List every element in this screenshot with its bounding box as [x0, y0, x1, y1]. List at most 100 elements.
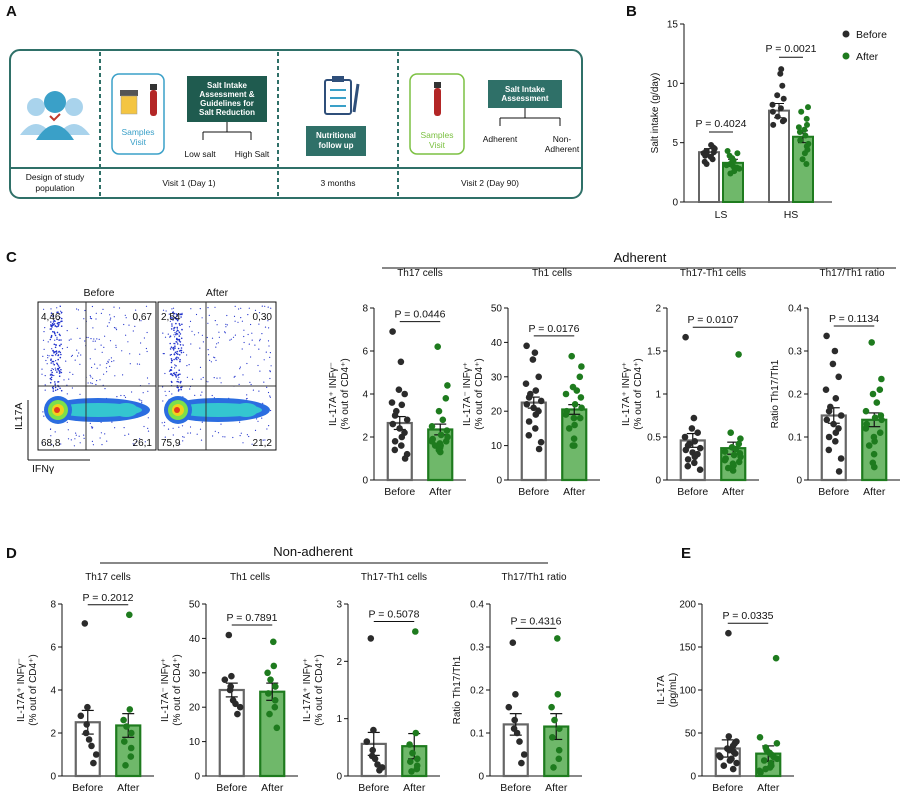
flow-dot — [57, 325, 59, 327]
flow-dot — [174, 367, 176, 369]
data-point — [727, 170, 734, 177]
flow-dot — [147, 427, 149, 429]
data-point — [730, 157, 737, 164]
flow-dot — [172, 374, 174, 377]
flow-dot — [248, 343, 250, 345]
flow-dot — [50, 359, 52, 362]
data-point — [729, 765, 737, 773]
flow-dot — [109, 365, 111, 367]
flow-dot — [261, 305, 263, 307]
flow-dot — [70, 338, 72, 340]
y-tick-label: 2 — [362, 433, 368, 444]
flow-dot — [234, 320, 236, 322]
flow-dot — [258, 312, 261, 314]
flow-dot — [176, 318, 178, 321]
flow-dot — [189, 426, 192, 428]
flow-dot — [71, 387, 73, 389]
data-point — [535, 373, 542, 381]
flow-dot — [74, 359, 76, 361]
data-point — [532, 387, 540, 394]
flow-dot — [256, 418, 258, 420]
flow-dot — [246, 362, 248, 365]
y-tick-label: 0 — [496, 476, 502, 487]
flow-dot — [75, 432, 77, 434]
flow-dot — [176, 326, 178, 329]
flow-dot — [129, 363, 131, 365]
flow-dot — [200, 378, 202, 380]
flow-dot — [261, 333, 263, 335]
flow-dot — [175, 338, 178, 341]
flow-dot — [162, 400, 164, 402]
data-point — [264, 669, 271, 677]
flow-q-ur: 0,30 — [253, 312, 273, 323]
flow-dot — [178, 376, 180, 378]
flow-dot — [54, 369, 57, 371]
flow-dot — [248, 435, 250, 438]
flow-dot — [170, 380, 173, 383]
flow-dot — [59, 345, 61, 347]
x-tick-label: Before — [518, 486, 549, 498]
flow-dot — [176, 333, 179, 335]
flow-dot — [132, 443, 134, 445]
p-value-label: P = 0.7891 — [227, 612, 278, 624]
flow-dot — [175, 341, 177, 343]
data-point — [273, 724, 281, 732]
y-axis-label: IL-17A⁺ INFγ⁺ — [302, 658, 313, 722]
data-point — [128, 729, 135, 737]
flow-dot — [172, 346, 175, 349]
flow-dot — [50, 369, 52, 372]
flow-dot — [214, 430, 216, 432]
data-point — [369, 746, 377, 754]
data-point — [525, 394, 533, 401]
flow-before-title: Before — [84, 287, 115, 299]
flow-dot — [42, 355, 44, 357]
flow-dot — [100, 312, 102, 314]
flow-dot — [164, 436, 166, 438]
flow-dot — [199, 428, 202, 430]
flow-dot — [172, 372, 175, 375]
data-point — [835, 468, 843, 475]
data-point — [865, 442, 873, 449]
flow-dot — [216, 324, 218, 326]
flow-dot — [165, 394, 167, 397]
y-tick-label: 8 — [362, 304, 368, 315]
chart-title: Th17 cells — [85, 572, 131, 583]
y-tick-label: 50 — [189, 600, 201, 611]
flow-dot — [91, 440, 93, 442]
flow-dot — [246, 394, 248, 396]
flow-dot — [270, 365, 272, 367]
flow-dot — [77, 355, 79, 357]
flow-dot — [267, 340, 270, 342]
flow-dot — [182, 436, 184, 438]
flow-dot — [138, 363, 141, 365]
flow-dot — [242, 374, 244, 376]
y-axis-label: IL-17A — [656, 675, 667, 705]
flow-dot — [55, 352, 58, 355]
flow-dot — [60, 325, 63, 328]
data-point — [730, 451, 738, 459]
chart-title: Th17-Th1 cells — [361, 572, 427, 583]
flow-dot — [58, 366, 61, 369]
flow-dot — [226, 314, 228, 317]
y-tick-label: 2 — [655, 304, 661, 315]
flow-dot — [224, 332, 226, 334]
flow-dot — [124, 314, 126, 316]
data-point — [442, 395, 450, 402]
flow-dot — [167, 333, 169, 335]
flow-dot — [53, 363, 56, 366]
x-tick-label: Before — [216, 782, 247, 794]
flow-dot — [147, 390, 149, 392]
flow-dot — [189, 320, 192, 322]
flow-dot — [114, 427, 116, 429]
data-point — [773, 755, 781, 763]
flow-dot — [171, 323, 173, 325]
flow-dot — [103, 346, 105, 348]
x-tick-label: After — [261, 782, 284, 794]
flow-dot — [266, 386, 268, 388]
flow-dot — [58, 324, 60, 326]
flow-dot — [51, 444, 53, 446]
flow-dot — [207, 349, 209, 351]
flow-dot — [93, 338, 95, 340]
x-tick-label: Before — [677, 486, 708, 498]
